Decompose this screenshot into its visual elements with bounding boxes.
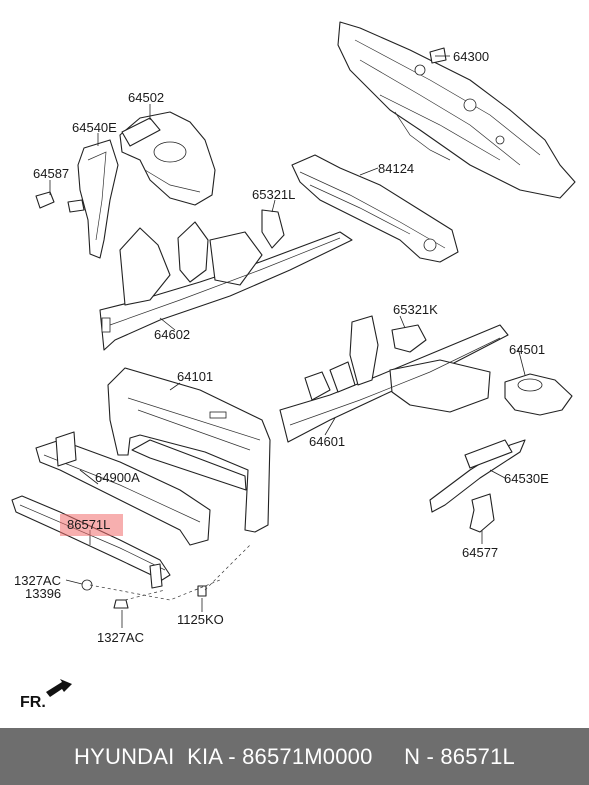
dash-panel-64300 (337, 21, 576, 199)
label-1327AC-lower: 1327AC (97, 630, 144, 645)
fasteners (81, 544, 251, 609)
side-member-64601 (279, 315, 509, 443)
label-65321K: 65321K (393, 302, 438, 317)
bumper-carrier-64900A (35, 431, 211, 546)
label-64900A: 64900A (95, 470, 140, 485)
label-64587: 64587 (33, 166, 70, 181)
footer-bar: HYUNDAI KIA - 86571M0000 N - 86571L (0, 728, 589, 785)
label-64501: 64501 (509, 342, 546, 357)
label-1327AC-upper: 1327AC (14, 573, 61, 588)
label-84124: 84124 (378, 161, 415, 176)
bracket-64577 (469, 493, 495, 533)
strut-housing-64502 (119, 111, 216, 206)
cowl-panel-84124 (291, 154, 459, 263)
label-13396: 13396 (25, 586, 62, 601)
apron-64530E (429, 439, 526, 513)
label-64502: 64502 (128, 90, 165, 105)
highlight-86571L (60, 514, 123, 536)
label-64300: 64300 (453, 49, 490, 64)
apron-64540E (35, 139, 119, 259)
bracket-65321K (391, 324, 427, 353)
front-arrow-icon (46, 679, 72, 697)
bracket-65321L (261, 209, 285, 249)
label-64601: 64601 (309, 434, 346, 449)
label-64577: 64577 (462, 545, 499, 560)
side-member-64602 (99, 221, 353, 351)
bumper-beam-86571L (11, 495, 171, 589)
label-64530E: 64530E (504, 471, 549, 486)
front-indicator: FR. (20, 694, 46, 711)
label-64602: 64602 (154, 327, 191, 342)
label-64101: 64101 (177, 369, 214, 384)
footer-part-number: HYUNDAI KIA - 86571M0000 N - 86571L (74, 744, 515, 769)
label-1125KO: 1125KO (177, 612, 224, 627)
strut-housing-64501 (504, 373, 573, 416)
radiator-support-64101 (107, 367, 271, 533)
label-86571L: 86571L (67, 517, 111, 532)
parts-diagram (11, 21, 576, 697)
label-64540E: 64540E (72, 120, 117, 135)
label-65321L: 65321L (252, 187, 296, 202)
